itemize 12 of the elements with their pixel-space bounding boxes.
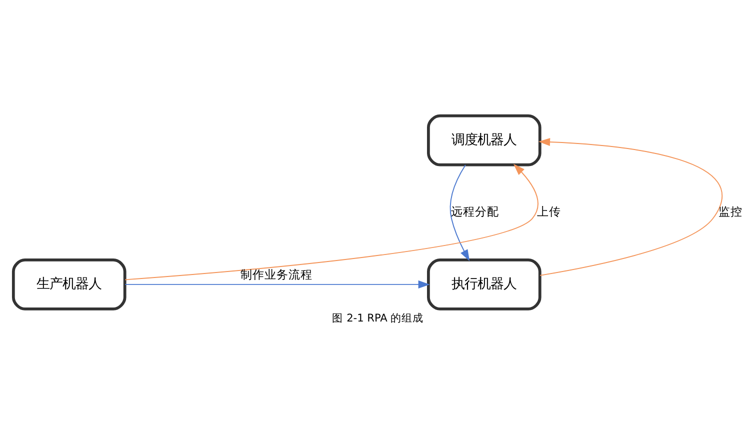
edge-label: 远程分配	[451, 204, 500, 218]
node-box: 生产机器人	[12, 258, 126, 310]
edge-label: 上传	[537, 204, 562, 218]
edge-label: 制作业务流程	[240, 266, 313, 281]
arrow	[124, 163, 538, 280]
arrow	[538, 137, 722, 276]
arrow	[124, 280, 430, 288]
node-box: 调度机器人	[427, 114, 542, 166]
caption: 图 2-1 RPA 的组成	[332, 312, 424, 324]
edge-label: 监控	[718, 204, 743, 218]
node-box: 执行机器人	[427, 258, 542, 310]
arrow	[450, 164, 470, 261]
